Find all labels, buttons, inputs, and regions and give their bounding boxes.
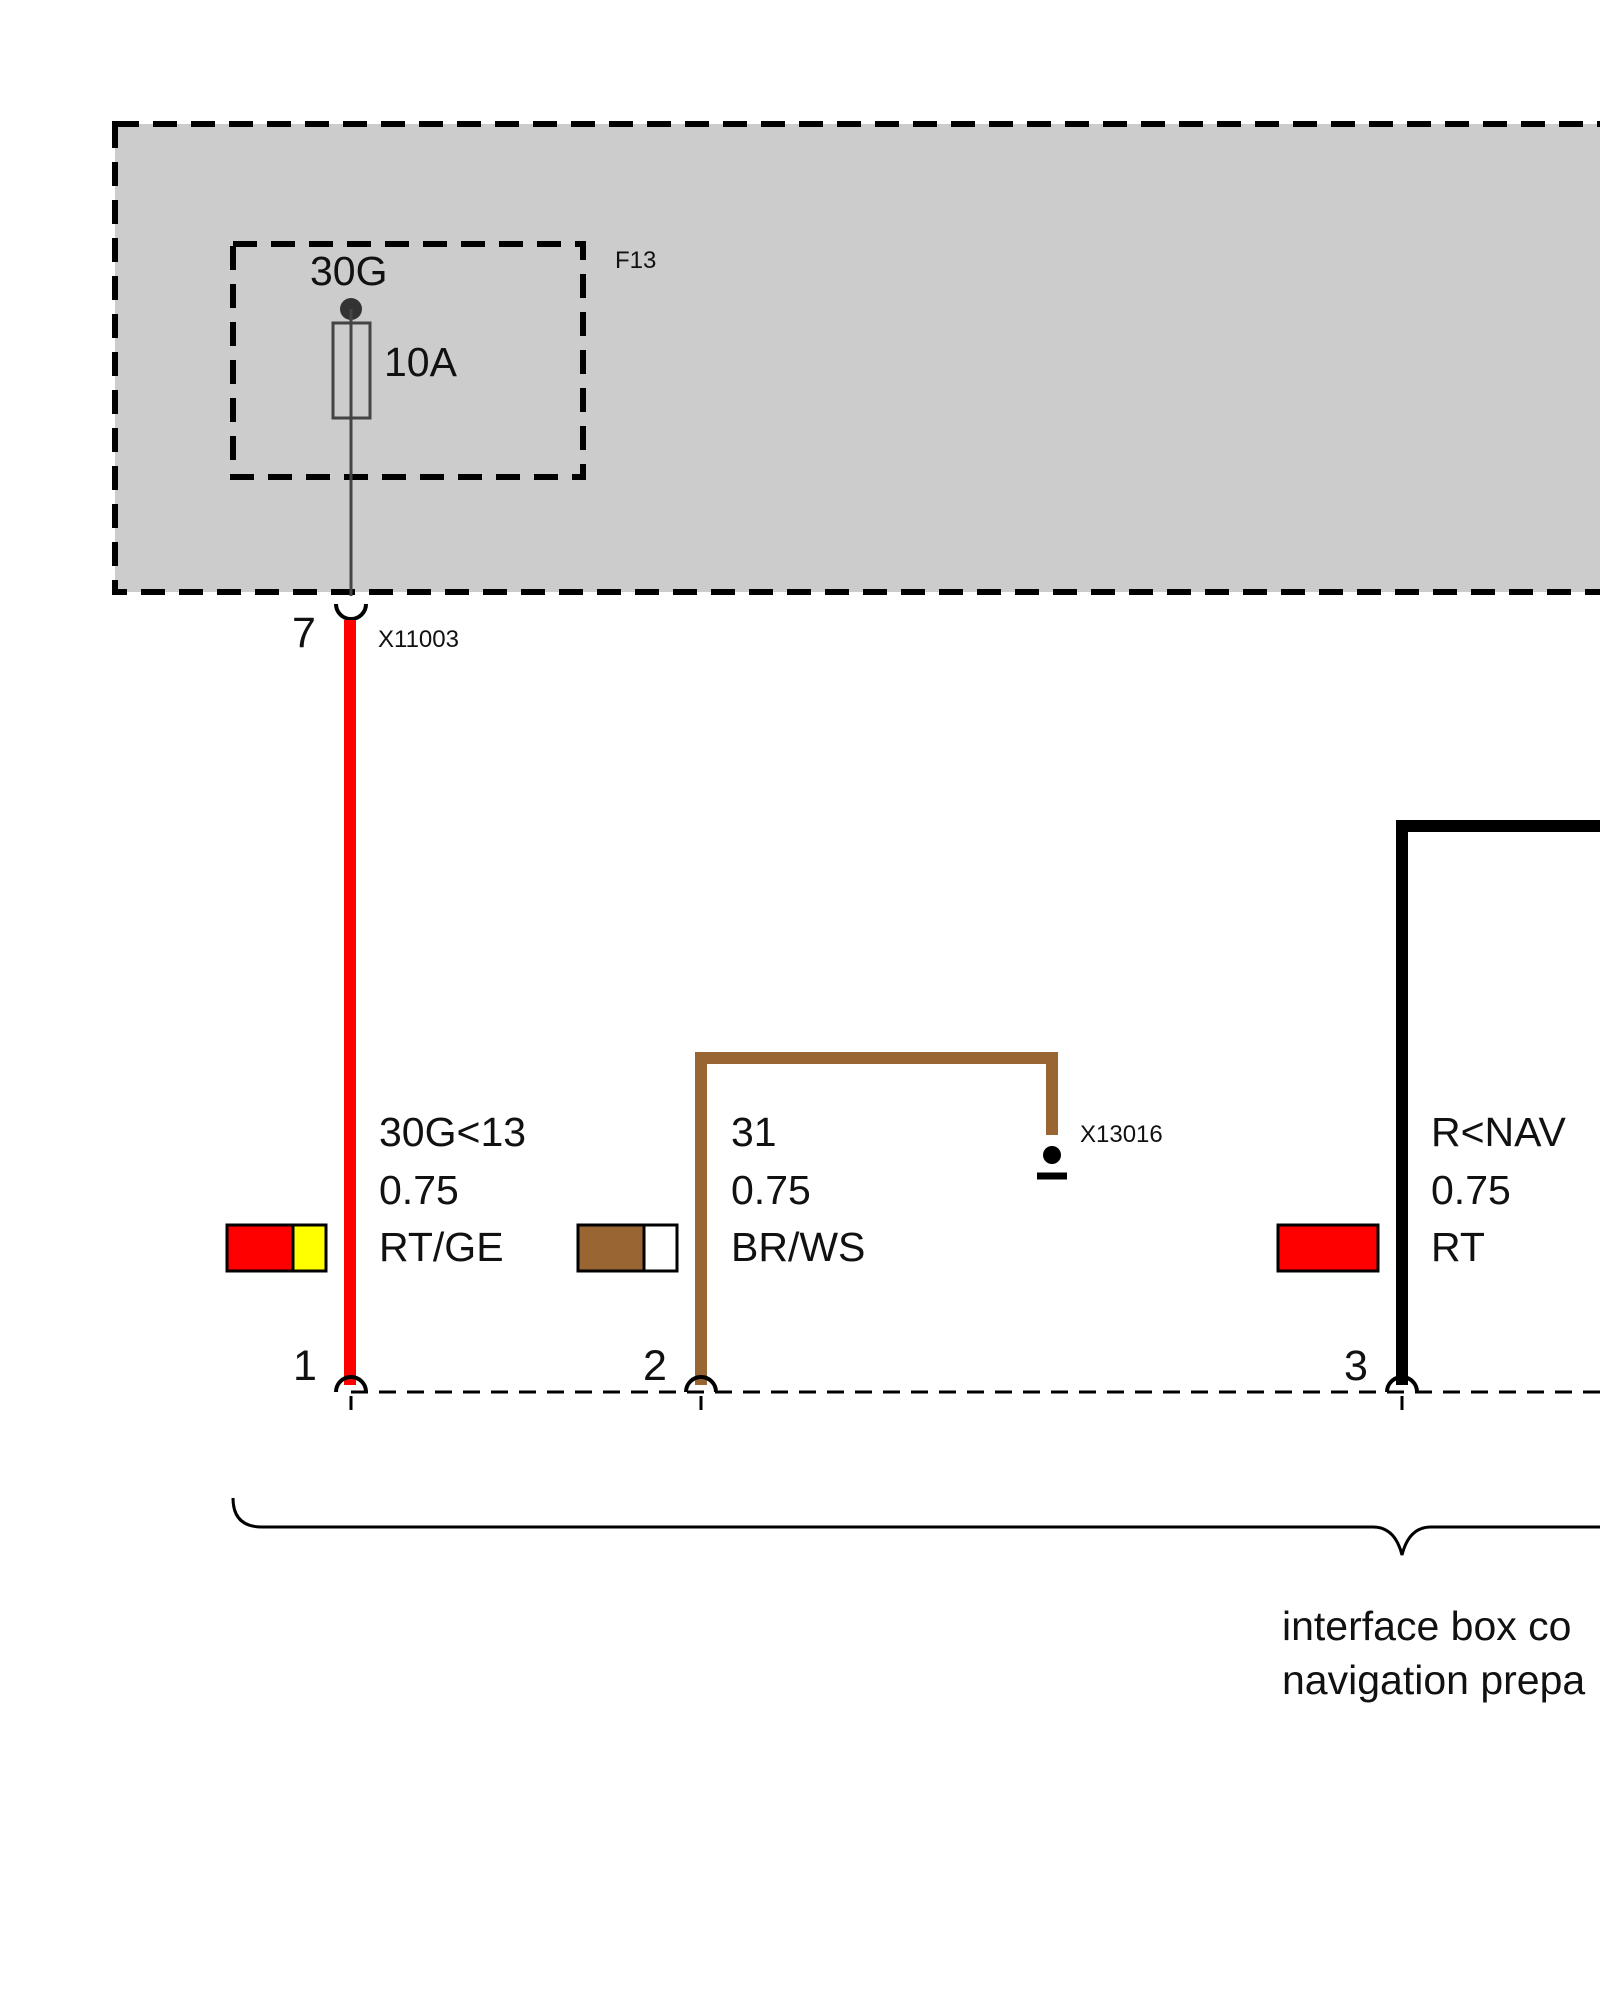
- wire-3-signal: R<NAV: [1431, 1109, 1566, 1155]
- fuse-module-housing: [112, 121, 1600, 595]
- wire-2: [695, 1052, 1058, 1385]
- wire-3-size: 0.75: [1431, 1167, 1511, 1213]
- pin-2-socket-icon: [684, 1375, 718, 1393]
- wire-1-swatch-stripe: [291, 1223, 328, 1273]
- wire-2-color-code: BR/WS: [731, 1224, 865, 1270]
- ground-connector-id: X13016: [1080, 1121, 1163, 1148]
- component-description-line-1: interface box co: [1282, 1603, 1571, 1649]
- wire-1-signal: 30G<13: [379, 1109, 526, 1155]
- fuse-terminal-label: 30G: [310, 248, 388, 294]
- wire-2-color-swatch: [576, 1223, 679, 1273]
- fuse-id-label: F13: [615, 247, 656, 274]
- ground-connector-dot: [1043, 1146, 1061, 1164]
- wire-1-swatch-primary: [225, 1223, 295, 1273]
- wire-2-swatch-stripe: [642, 1223, 679, 1273]
- wire-2-signal: 31: [731, 1109, 777, 1155]
- module-connector-pin: 7: [292, 609, 316, 657]
- wire-3: [1396, 820, 1600, 1385]
- component-description-line-2: navigation prepa: [1282, 1657, 1585, 1703]
- wire-1-color-swatch: [225, 1223, 328, 1273]
- pin-1-socket-icon: [334, 1375, 368, 1393]
- wire-2-size: 0.75: [731, 1167, 811, 1213]
- fuse-holder-box: [230, 241, 586, 480]
- pin-1-number: 1: [293, 1342, 317, 1390]
- pin-3-socket-icon: [1385, 1375, 1419, 1393]
- wire-1-size: 0.75: [379, 1167, 459, 1213]
- connector-socket-icon: [334, 603, 368, 621]
- component-brace: [231, 1497, 1600, 1556]
- pin-3-number: 3: [1344, 1342, 1368, 1390]
- wire-1-color-code: RT/GE: [379, 1224, 504, 1270]
- wire-3-color-swatch: [1276, 1223, 1380, 1273]
- pin-2-number: 2: [643, 1342, 667, 1390]
- wire-3-color-code: RT: [1431, 1224, 1485, 1270]
- fuse-rating-label: 10A: [384, 339, 458, 385]
- module-connector-id: X11003: [378, 626, 459, 653]
- wire-2-swatch-primary: [576, 1223, 646, 1273]
